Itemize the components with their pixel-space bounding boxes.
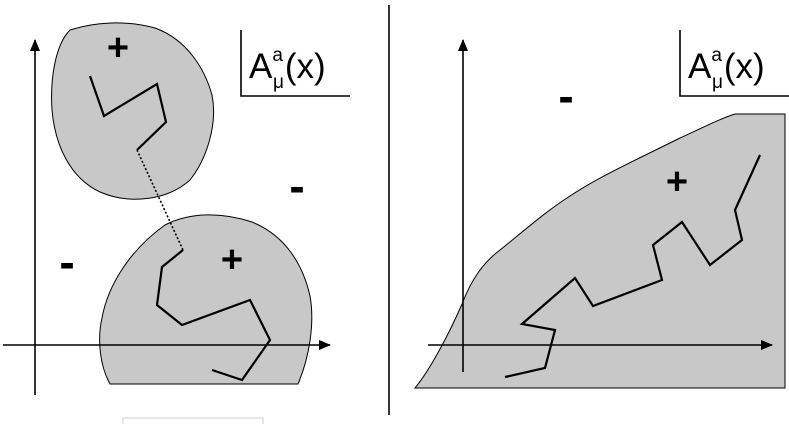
top-blob-sign: + [107, 27, 129, 69]
upper-region-sign: - [558, 70, 573, 122]
shaded-region-sign: + [666, 161, 688, 203]
bottom-blob-sign: + [221, 239, 243, 281]
top-positive-region [51, 22, 215, 200]
shaded-positive-region [413, 113, 786, 389]
left-label-frame [240, 30, 350, 97]
top-wilson-line [88, 75, 168, 151]
bottom-wilson-line [155, 249, 272, 382]
right-label-frame [679, 30, 789, 97]
faint-artifact-box [122, 417, 264, 424]
left-region-sign: - [59, 236, 74, 288]
right-region-sign: - [289, 160, 304, 212]
bottom-positive-region [99, 214, 313, 385]
right-wilson-line [504, 154, 762, 379]
